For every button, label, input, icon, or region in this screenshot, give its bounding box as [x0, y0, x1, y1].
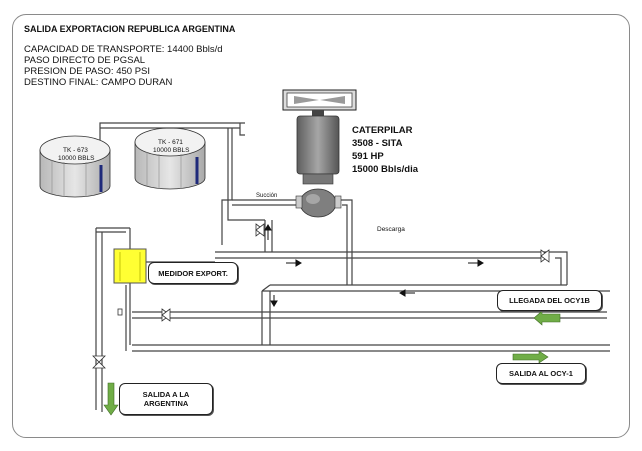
suction-label: Succión — [256, 193, 278, 199]
page-title: SALIDA EXPORTACION REPUBLICA ARGENTINA — [24, 24, 236, 34]
exit-argentina-label: SALIDA A LA ARGENTINA — [119, 383, 213, 415]
spec-pressure: PRESION DE PASO: 450 PSI — [24, 66, 151, 77]
tank-tk-673 — [39, 135, 111, 198]
tank-tk-673-capacity: 10000 BBLS — [58, 155, 95, 162]
tank-tk-671 — [134, 127, 206, 190]
tank-tk-671-capacity: 10000 BBLS — [153, 147, 190, 154]
spec-direct-pass: PASO DIRECTO DE PGSAL — [24, 55, 146, 66]
meter-export-body — [113, 248, 147, 284]
pump-model: 3508 - SITA — [352, 138, 403, 149]
valve-symbols — [92, 223, 550, 369]
pump-power: 591 HP — [352, 151, 384, 162]
spec-capacity: CAPACIDAD DE TRANSPORTE: 14400 Bbls/d — [24, 44, 223, 55]
tank-tk-673-name: TK - 673 — [63, 147, 88, 154]
tank-tk-671-name: TK - 671 — [158, 139, 183, 146]
flow-arrows — [264, 224, 484, 307]
exit-ocy-label: SALIDA AL OCY-1 — [496, 363, 586, 384]
pump-spec-block: CATERPILAR 3508 - SITA 591 HP 15000 Bbls… — [352, 124, 418, 176]
pipe-network — [95, 122, 610, 412]
pump-flow: 15000 Bbls/dia — [352, 164, 419, 175]
pump-unit — [282, 89, 357, 218]
meter-export-label: MEDIDOR EXPORT. — [148, 262, 238, 284]
arrival-ocy1b-label: LLEGADA DEL OCY1B — [497, 290, 602, 311]
spec-destination: DESTINO FINAL: CAMPO DURAN — [24, 77, 173, 88]
green-flow-arrows — [103, 310, 561, 416]
pump-brand: CATERPILAR — [352, 125, 413, 136]
discharge-label: Descarga — [377, 226, 405, 233]
